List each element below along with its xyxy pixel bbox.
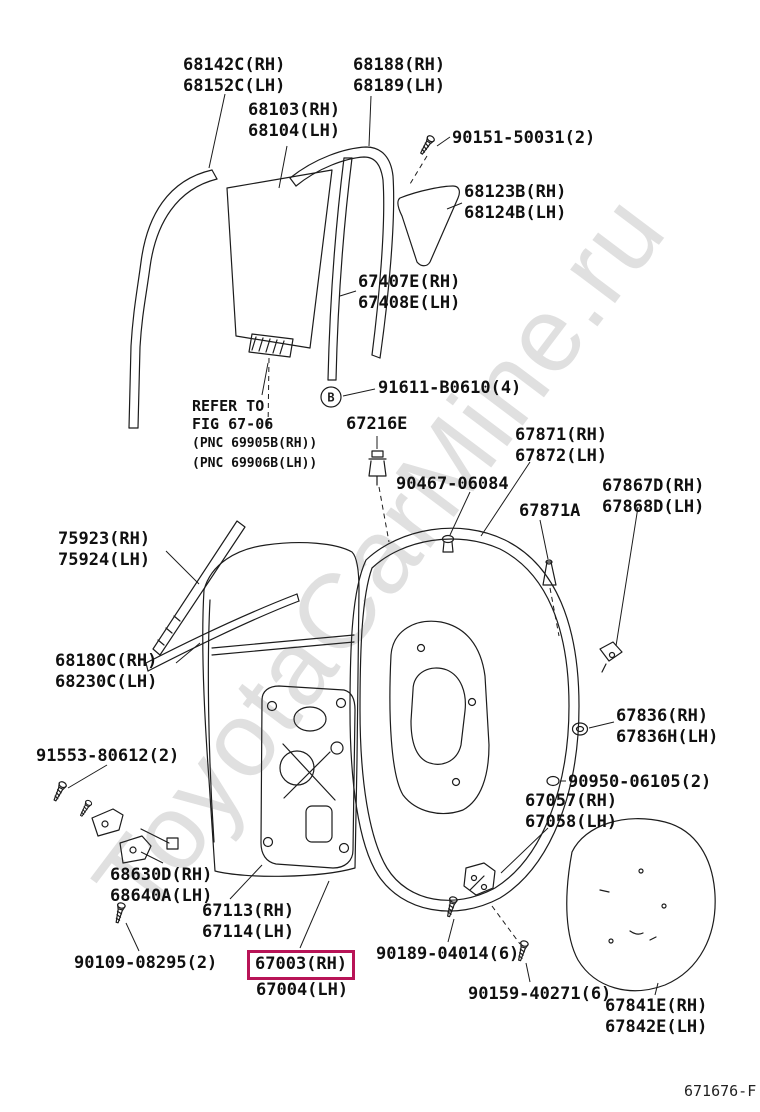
part-number: 67408E(LH): [358, 293, 461, 313]
part-number: 67407E(RH): [358, 272, 461, 292]
part-number: 91611-B0610(4): [378, 378, 522, 398]
part-label-67867D[interactable]: 67867D(RH)67868D(LH): [602, 476, 704, 518]
quarter-glass-art: [397, 185, 460, 267]
part-label-67407E[interactable]: 67407E(RH)67408E(LH): [358, 272, 460, 314]
part-number: 67058(LH): [525, 812, 618, 832]
inner-panel-art: [260, 685, 356, 869]
part-number: 68103(RH): [248, 100, 341, 120]
part-label-68188[interactable]: 68188(RH)68189(LH): [353, 55, 445, 97]
circled-fastener-b-art: B: [320, 386, 342, 408]
part-label-67841E[interactable]: 67841E(RH)67842E(LH): [605, 996, 707, 1038]
part-number: 68152C(LH): [183, 76, 286, 96]
part-label-67057[interactable]: 67057(RH)67058(LH): [525, 791, 617, 833]
part-label-67871[interactable]: 67871(RH)67872(LH): [515, 425, 607, 467]
part-number: REFER TO: [192, 397, 265, 415]
grommets-art: [546, 722, 589, 787]
part-number: 67868D(LH): [602, 497, 705, 517]
part-label-68103[interactable]: 68103(RH)68104(LH): [248, 100, 340, 142]
part-number: 68188(RH): [353, 55, 446, 75]
part-label-67836[interactable]: 67836(RH)67836H(LH): [616, 706, 718, 748]
part-number: 68630D(RH): [110, 865, 213, 885]
assembly-dashed-lines: [267, 155, 560, 945]
part-number: 68123B(RH): [464, 182, 567, 202]
part-number: 68230C(LH): [55, 672, 158, 692]
division-bar-channel-art: [327, 157, 353, 381]
service-hole-cover-art: [566, 818, 716, 992]
part-label-91611-B0610[interactable]: 91611-B0610(4): [378, 378, 521, 399]
part-number: 67836(RH): [616, 706, 709, 726]
part-number: 67216E: [346, 414, 408, 434]
part-number: FIG 67-06: [192, 415, 274, 433]
part-number: 67871A: [519, 501, 581, 521]
door-lock-art: [463, 862, 496, 896]
door-opening-weatherstrip-art: [349, 527, 580, 912]
belt-weatherstrip-art: [145, 593, 300, 672]
part-number: 75924(LH): [58, 550, 151, 570]
part-number: 67841E(RH): [605, 996, 708, 1016]
part-number: 68124B(LH): [464, 203, 567, 223]
diagram-code: 671676-F: [684, 1082, 757, 1100]
part-label-68123B[interactable]: 68123B(RH)68124B(LH): [464, 182, 566, 224]
belt-molding-art: [152, 520, 246, 656]
part-number: 67057(RH): [525, 791, 618, 811]
part-number: 91553-80612(2): [36, 746, 180, 766]
part-label-67003[interactable]: 67003(RH)67004(LH): [247, 950, 356, 1001]
glass-run-weatherstrip-art: [289, 146, 395, 359]
leader-lines: [67, 93, 659, 996]
part-number: 68104(LH): [248, 121, 341, 141]
part-number: (PNC 69906B(LH)): [192, 456, 318, 471]
part-number: 67867D(RH): [602, 476, 705, 496]
part-number: 68640A(LH): [110, 886, 213, 906]
part-number: 67872(LH): [515, 446, 608, 466]
part-number: 90151-50031(2): [452, 128, 596, 148]
part-number: 67113(RH): [202, 901, 295, 921]
part-label-67871A[interactable]: 67871A: [519, 501, 580, 522]
retainer-67867D-art: [599, 641, 623, 673]
door-glass-art: [226, 169, 333, 358]
part-label-91553-80612[interactable]: 91553-80612(2): [36, 746, 179, 767]
door-hinge-art: [77, 798, 179, 864]
highlighted-part-number: 67003(RH): [247, 950, 356, 980]
part-number: 90159-40271(6): [468, 984, 612, 1004]
rear-inner-panel-art: [389, 620, 490, 815]
part-number: 90467-06084: [396, 474, 509, 494]
part-number: 68142C(RH): [183, 55, 286, 75]
part-label-68180C[interactable]: 68180C(RH)68230C(LH): [55, 651, 157, 693]
part-label-90467-06084[interactable]: 90467-06084: [396, 474, 509, 495]
part-number: 67836H(LH): [616, 727, 719, 747]
part-label-67113[interactable]: 67113(RH)67114(LH): [202, 901, 294, 943]
door-panel-art: [202, 542, 360, 877]
part-label-90109-08295[interactable]: 90109-08295(2): [74, 953, 217, 974]
part-label-90151-50031[interactable]: 90151-50031(2): [452, 128, 595, 149]
part-number: 90109-08295(2): [74, 953, 218, 973]
part-number: 75923(RH): [58, 529, 151, 549]
window-run-channel-art: [128, 169, 218, 429]
part-label-67216E[interactable]: 67216E: [346, 414, 407, 435]
part-number: 68180C(RH): [55, 651, 158, 671]
part-number: (PNC 69905B(RH)): [192, 436, 318, 451]
fastener-letter: B: [327, 391, 334, 405]
part-label-75923[interactable]: 75923(RH)75924(LH): [58, 529, 150, 571]
part-label-90950-06105[interactable]: 90950-06105(2): [568, 772, 711, 793]
part-number: 67114(LH): [202, 922, 295, 942]
part-number: 90950-06105(2): [568, 772, 712, 792]
clip-67216E-art: [368, 450, 387, 486]
part-label-90189-04014[interactable]: 90189-04014(6): [376, 944, 519, 965]
part-label-90159-40271[interactable]: 90159-40271(6): [468, 984, 611, 1005]
part-number: 67871(RH): [515, 425, 608, 445]
part-number: 68189(LH): [353, 76, 446, 96]
part-number: 67842E(LH): [605, 1017, 708, 1037]
part-number: 90189-04014(6): [376, 944, 520, 964]
part-label-68630D[interactable]: 68630D(RH)68640A(LH): [110, 865, 212, 907]
part-label-68142C[interactable]: 68142C(RH)68152C(LH): [183, 55, 285, 97]
part-number: 67004(LH): [256, 980, 349, 1000]
cushion-67871A-art: [542, 559, 557, 586]
